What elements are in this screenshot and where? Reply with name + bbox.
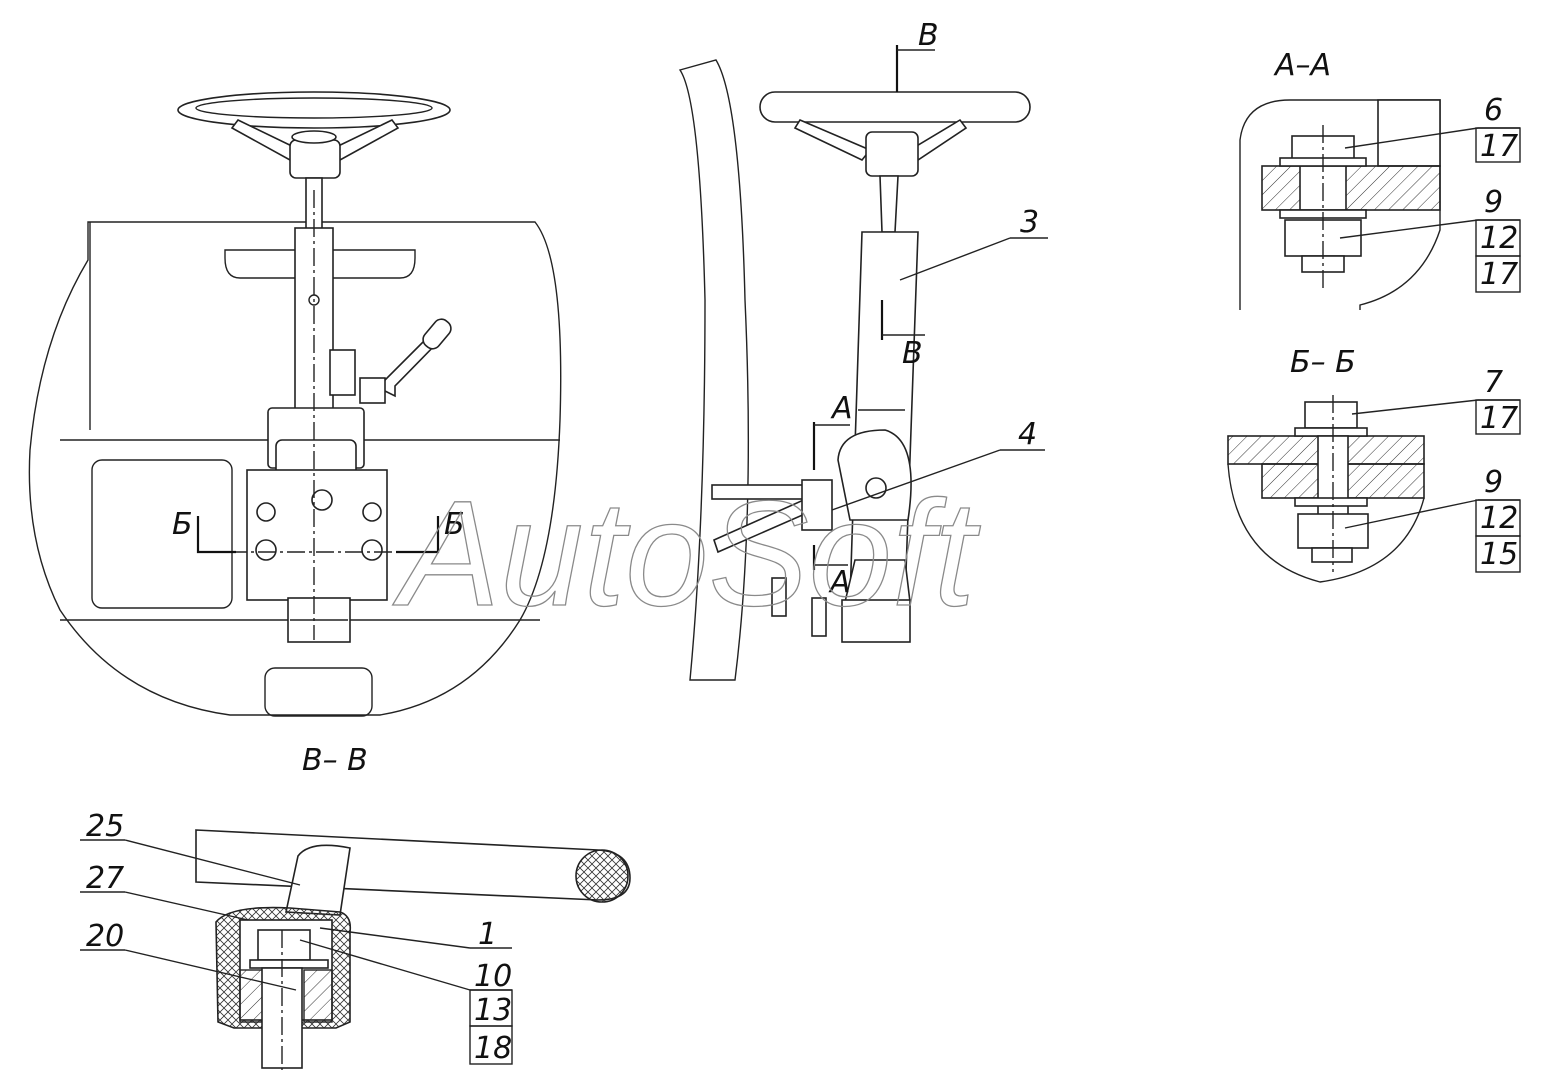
size-box-9b-1: 12: [1480, 501, 1518, 536]
side-view: [678, 45, 1048, 681]
callout-27: 27: [86, 861, 124, 896]
section-vv: [80, 829, 631, 1070]
cut-marker-v-mid: В: [902, 336, 923, 371]
front-view: [28, 91, 562, 717]
size-box-6-1: 17: [1480, 129, 1518, 164]
size-box-9b-2: 15: [1480, 537, 1518, 572]
callout-7: 7: [1484, 365, 1503, 400]
callout-1: 1: [478, 917, 497, 952]
section-title-vv: В– В: [302, 743, 368, 778]
callout-4: 4: [1018, 417, 1037, 452]
callout-20: 20: [86, 919, 124, 954]
cut-marker-a-top: А: [830, 391, 853, 426]
size-box-7-1: 17: [1480, 401, 1518, 436]
cut-marker-v-top: В: [918, 18, 939, 53]
callout-9a: 9: [1484, 185, 1503, 220]
callout-25: 25: [86, 809, 124, 844]
section-title-aa: А–А: [1273, 48, 1331, 83]
callout-3: 3: [1020, 205, 1039, 240]
size-box-9a-2: 17: [1480, 257, 1518, 292]
cut-marker-b-right: Б: [444, 507, 465, 542]
section-aa: [1239, 99, 1521, 310]
callout-9b: 9: [1484, 465, 1503, 500]
size-box-10-2: 18: [474, 1031, 512, 1066]
cut-marker-a-bottom: А: [828, 565, 851, 600]
watermark: AutoSoft: [392, 469, 981, 637]
section-title-bb: Б– Б: [1290, 345, 1356, 380]
callout-10: 10: [474, 959, 512, 994]
cut-marker-b-left: Б: [172, 507, 193, 542]
callout-6: 6: [1484, 93, 1503, 128]
size-box-9a-1: 12: [1480, 221, 1518, 256]
size-box-10-1: 13: [474, 993, 512, 1028]
section-bb: [1227, 395, 1521, 583]
